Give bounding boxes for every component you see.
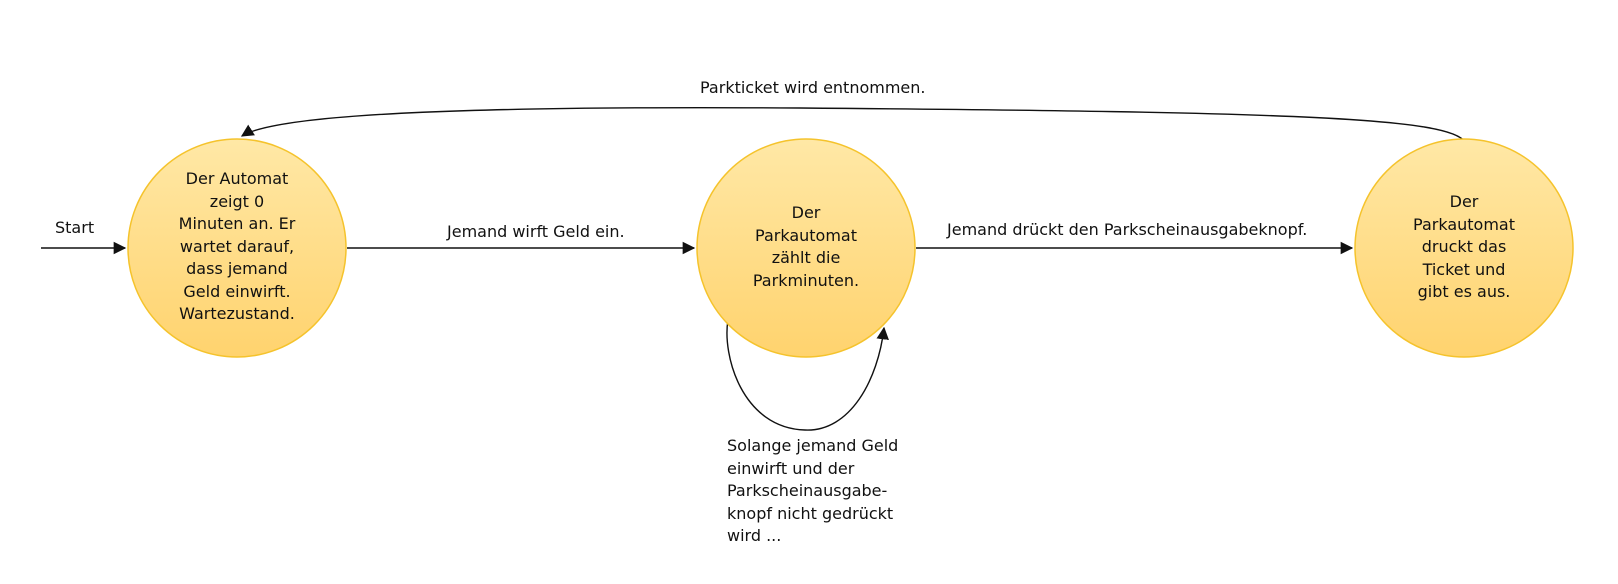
- loop-condition-label: Solange jemand Geld einwirft und der Par…: [727, 436, 899, 545]
- press-button-label: Jemand drückt den Parkscheinausgabeknopf…: [947, 220, 1308, 239]
- self-loop-arrow: [726, 319, 889, 431]
- state-printing-label: Der Parkautomat druckt das Ticket und gi…: [1413, 192, 1515, 301]
- state-waiting-label: Der Automat zeigt 0 Minuten an. Er warte…: [178, 169, 296, 323]
- ticket-taken-arrow: [240, 106, 1466, 143]
- start-label: Start: [55, 218, 95, 237]
- state-counting-label: Der Parkautomat zählt die Parkminuten.: [752, 203, 860, 290]
- ticket-taken-label: Parkticket wird entnommen.: [700, 78, 926, 97]
- insert-money-label: Jemand wirft Geld ein.: [447, 222, 625, 241]
- state-waiting: [127, 138, 347, 358]
- state-counting: [696, 138, 916, 358]
- state-printing: [1354, 138, 1574, 358]
